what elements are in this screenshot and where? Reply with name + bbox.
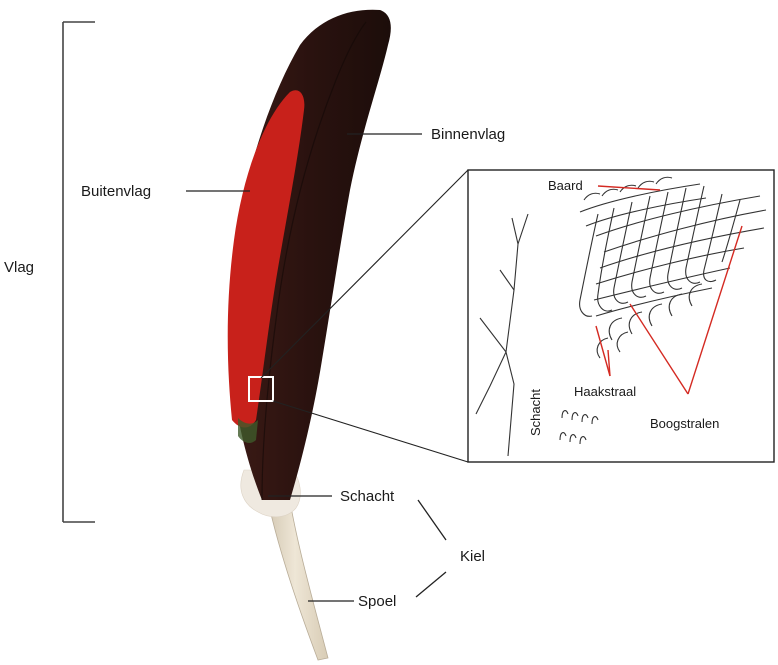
- label-binnenvlag: Binnenvlag: [431, 126, 505, 143]
- label-vlag: Vlag: [4, 259, 34, 276]
- vlag-bracket: [63, 22, 95, 522]
- feather: [228, 10, 391, 660]
- inset-label-schacht: Schacht: [528, 389, 543, 436]
- inset-label-boogstralen: Boogstralen: [650, 416, 719, 431]
- label-buitenvlag: Buitenvlag: [81, 183, 151, 200]
- inset-label-baard: Baard: [548, 178, 583, 193]
- inset-panel: Baard Haakstraal Boogstralen Schacht: [468, 170, 774, 462]
- label-schacht: Schacht: [340, 488, 395, 505]
- inset-label-haakstraal: Haakstraal: [574, 384, 636, 399]
- label-spoel: Spoel: [358, 593, 396, 610]
- label-kiel: Kiel: [460, 548, 485, 565]
